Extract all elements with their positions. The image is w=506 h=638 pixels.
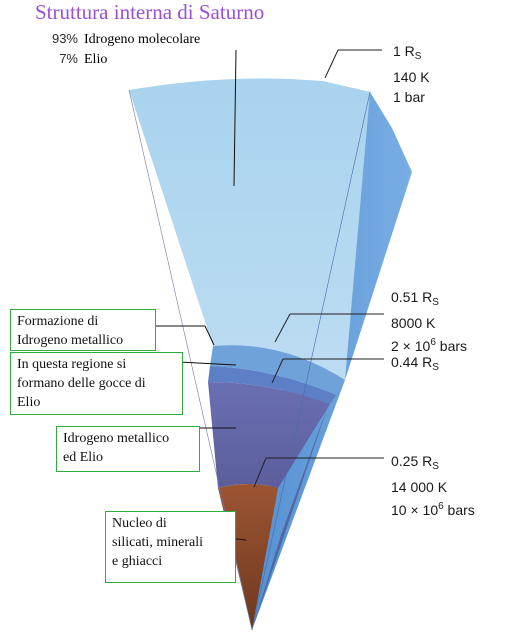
surface-pressure: 1 bar	[393, 89, 425, 105]
composition-percent: 93%	[51, 31, 78, 46]
composition-percent: 7%	[59, 51, 78, 66]
boundary-025-pressure: 10 × 106 bars	[391, 501, 475, 518]
boundary-025-label: 0.25 RS 14 000 K 10 × 106 bars	[391, 451, 475, 520]
gocce-box: In questa regione si formano delle gocce…	[10, 352, 183, 415]
composition-name: Elio	[84, 52, 108, 67]
helium-rain-layer	[208, 366, 336, 404]
formazione-leader-line-2	[204, 325, 215, 346]
boundary-051-temperature: 8000 K	[391, 315, 436, 331]
composition-row-hydrogen: 93% Idrogeno molecolare	[40, 31, 200, 48]
diagram-title: Struttura interna di Saturno	[35, 0, 265, 24]
molecular-hydrogen-layer	[129, 78, 370, 380]
formazione-box: Formazione di Idrogeno metallico	[10, 309, 156, 351]
boundary-025-leader-line-2	[253, 457, 267, 488]
boundary-025-radius: 0.25 RS	[391, 453, 439, 472]
surface-label: 1 RS 140 K 1 bar	[393, 41, 430, 107]
metallic-hydrogen-layer	[208, 382, 330, 488]
surface-leader-line-2	[324, 49, 339, 79]
boundary-051-leader-line-2	[274, 313, 291, 343]
composition-name: Idrogeno molecolare	[84, 32, 201, 47]
wedge-right-edge	[251, 91, 371, 631]
boundary-044-radius: 0.44 RS	[391, 354, 439, 373]
boundary-025-temperature: 14 000 K	[391, 479, 448, 495]
boundary-044-leader-line-2	[271, 358, 284, 384]
nucleo-box: Nucleo di silicati, minerali e ghiacci	[105, 511, 236, 583]
metallico-box: Idrogeno metallico ed Elio	[56, 426, 200, 472]
surface-radius: 1 RS	[393, 43, 422, 62]
boundary-051-label: 0.51 RS 8000 K 2 × 106 bars	[391, 287, 467, 356]
surface-temperature: 140 K	[393, 69, 430, 85]
boundary-051-pressure: 2 × 106 bars	[391, 337, 468, 354]
boundary-051-radius: 0.51 RS	[391, 289, 439, 308]
boundary-044-label: 0.44 RS	[391, 352, 439, 378]
composition-row-helium: 7% Elio	[40, 51, 107, 68]
composition-leader-line	[233, 49, 237, 187]
